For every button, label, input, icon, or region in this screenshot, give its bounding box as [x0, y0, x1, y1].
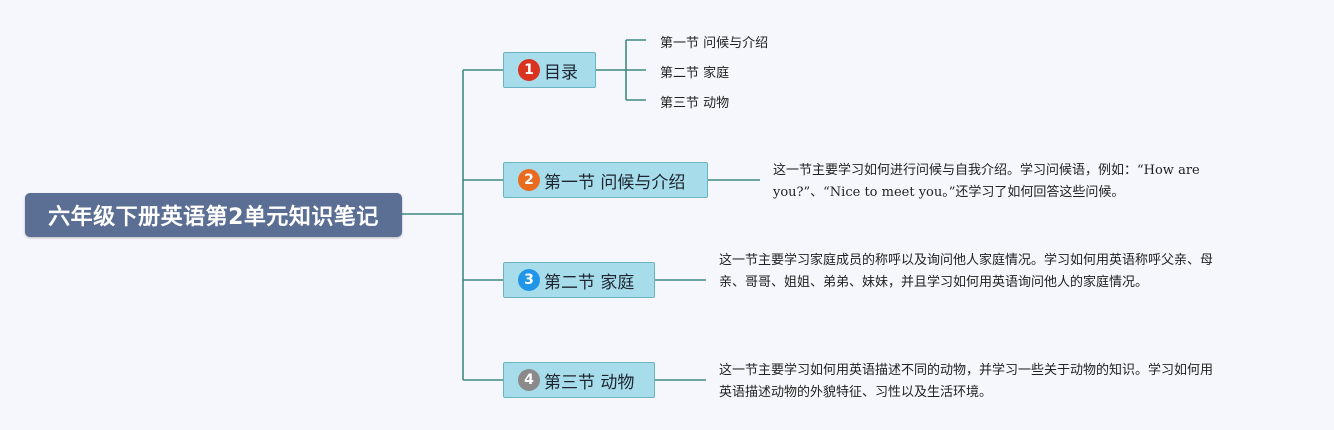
subtopic-2[interactable]: 第二节 家庭 [660, 66, 730, 81]
branch-label: 目录 [544, 62, 578, 83]
branch-animals[interactable]: 4 第三节 动物 [503, 362, 655, 398]
branch-greetings[interactable]: 2 第一节 问候与介绍 [503, 162, 708, 198]
description-greetings: 这一节主要学习如何进行问候与自我介绍。学习问候语，例如：“How are you… [773, 163, 1200, 200]
branch-contents[interactable]: 1 目录 [503, 52, 596, 88]
root-topic[interactable]: 六年级下册英语第2单元知识笔记 [25, 193, 402, 237]
branch-label: 第三节 动物 [544, 372, 635, 393]
number-badge-1: 1 [518, 59, 540, 81]
subtopic-3[interactable]: 第三节 动物 [660, 96, 730, 111]
branch-label: 第一节 问候与介绍 [544, 172, 686, 193]
branch-family[interactable]: 3 第二节 家庭 [503, 262, 655, 298]
subtopic-1[interactable]: 第一节 问候与介绍 [660, 36, 769, 51]
description-family: 这一节主要学习家庭成员的称呼以及询问他人家庭情况。学习如何用英语称呼父亲、母亲、… [719, 253, 1214, 290]
number-badge-2: 2 [518, 169, 540, 191]
number-badge-3: 3 [518, 269, 540, 291]
description-animals: 这一节主要学习如何用英语描述不同的动物，并学习一些关于动物的知识。学习如何用英语… [719, 363, 1214, 400]
branch-label: 第二节 家庭 [544, 272, 635, 293]
root-title: 六年级下册英语第2单元知识笔记 [48, 205, 379, 230]
number-badge-4: 4 [518, 369, 540, 391]
